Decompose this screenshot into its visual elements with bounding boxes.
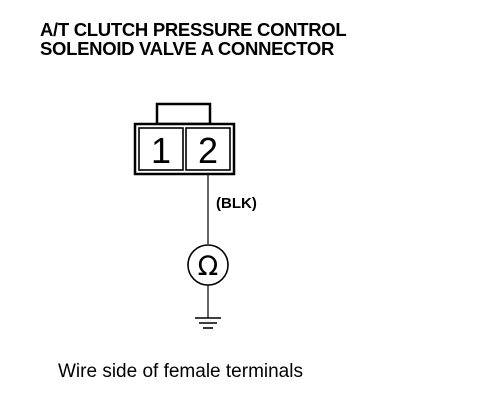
title-line-1: A/T CLUTCH PRESSURE CONTROL — [40, 19, 347, 40]
terminal-cavity-1 — [138, 127, 184, 171]
connector-body — [133, 122, 236, 176]
terminal-1-label: 1 — [151, 130, 171, 171]
terminal-2-label: 2 — [198, 130, 218, 171]
connector-lock-tab — [155, 102, 212, 126]
wire-color-label: (BLK) — [216, 195, 257, 212]
ohm-symbol: Ω — [198, 251, 219, 282]
diagram-caption: Wire side of female terminals — [58, 361, 303, 382]
ground-icon — [195, 317, 221, 329]
terminal-cavity-2 — [185, 127, 231, 171]
diagram-title: A/T CLUTCH PRESSURE CONTROL SOLENOID VAL… — [40, 19, 347, 59]
title-line-2: SOLENOID VALVE A CONNECTOR — [40, 38, 335, 59]
